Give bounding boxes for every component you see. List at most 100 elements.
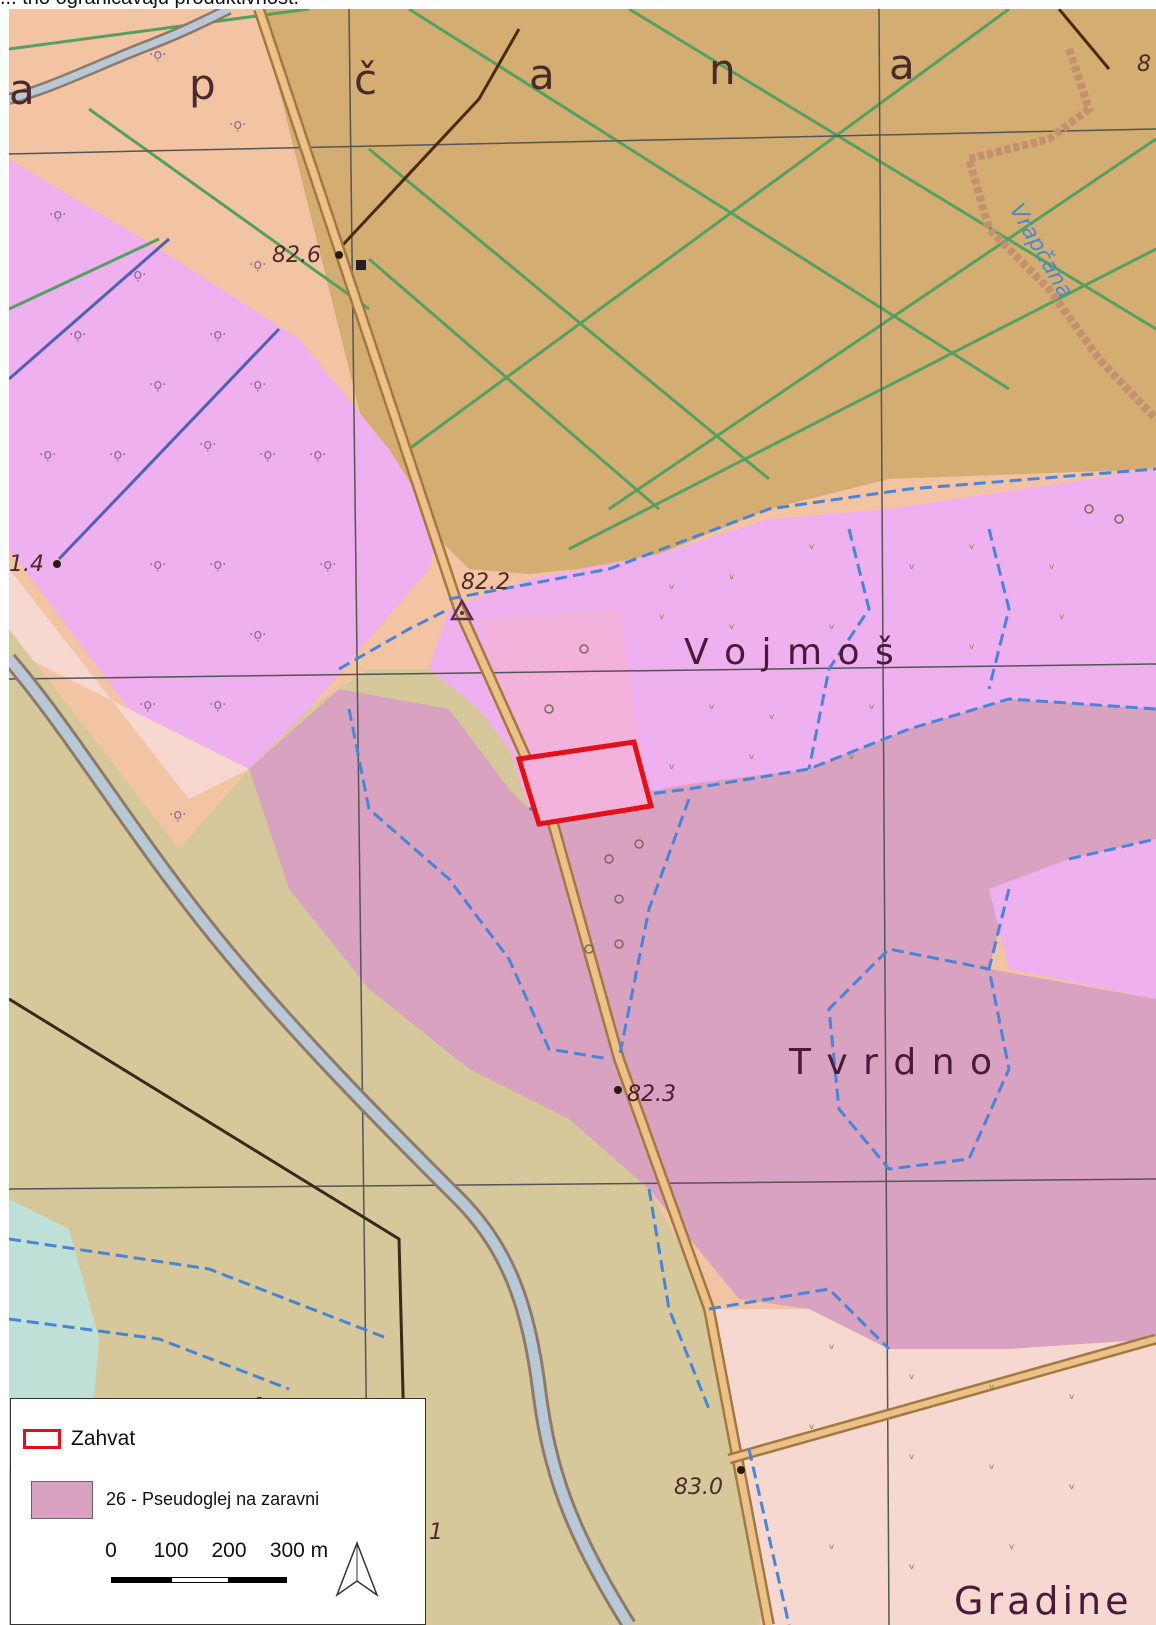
svg-text:ᵥ: ᵥ [909, 1557, 915, 1573]
svg-text:·ọ·: ·ọ· [319, 557, 336, 573]
svg-text:ᵥ: ᵥ [829, 617, 835, 633]
soil-pseudoglej-area [249, 689, 1156, 1349]
svg-text:ᵥ: ᵥ [749, 747, 755, 763]
elevation-points [53, 251, 745, 1474]
place-label-group: a p č a n a [9, 40, 915, 114]
svg-text:ᵥ: ᵥ [729, 567, 735, 583]
label-letter: p [189, 60, 216, 109]
legend-zahvat-swatch [23, 1429, 61, 1449]
elevation-823: 82.3 [627, 1082, 676, 1107]
meadow-area-tvrdno [989, 839, 1156, 999]
topographic-map: ᵥ ᵥ ᵥ ᵥ ᵥ ᵥ ᵥ ᵥ ᵥ ᵥ ᵥ ᵥ ᵥ ᵥ ᵥ ᵥ ᵥ ᵥ ᵥ ᵥ ᵥ ᵥ ᵥ ᵥ ᵥ ᵥ ᵥ ᵥ ·ọ… [9, 9, 1156, 1625]
scale-segment [229, 1577, 287, 1583]
svg-text:·ọ·: ·ọ· [209, 697, 226, 713]
svg-text:·ọ·: ·ọ· [149, 377, 166, 393]
svg-text:ᵥ: ᵥ [1069, 1477, 1075, 1493]
scale-segment [171, 1577, 229, 1583]
legend-zahvat-label: Zahvat [71, 1427, 136, 1450]
svg-text:ᵥ: ᵥ [1009, 1537, 1015, 1553]
svg-text:ᵥ: ᵥ [849, 747, 855, 763]
svg-text:ᵥ: ᵥ [1049, 557, 1055, 573]
svg-text:ᵥ: ᵥ [909, 1367, 915, 1383]
label-letter: a [889, 40, 915, 89]
svg-text:ᵥ: ᵥ [769, 707, 775, 723]
elevation-14: 1.4 [9, 552, 44, 577]
svg-text:ᵥ: ᵥ [729, 617, 735, 633]
meadow-area-left [9, 159, 439, 789]
svg-text:ᵥ: ᵥ [669, 757, 675, 773]
map-view[interactable]: ᵥ ᵥ ᵥ ᵥ ᵥ ᵥ ᵥ ᵥ ᵥ ᵥ ᵥ ᵥ ᵥ ᵥ ᵥ ᵥ ᵥ ᵥ ᵥ ᵥ ᵥ ᵥ ᵥ ᵥ ᵥ ᵥ ᵥ ᵥ ·ọ… [9, 9, 1156, 1625]
place-label-vojmos: V o j m o š [684, 632, 896, 673]
elevation-labels: 82.6 82.2 82.3 83.0 1.4 [9, 243, 723, 1500]
svg-text:ᵥ: ᵥ [669, 577, 675, 593]
svg-text:·ọ·: ·ọ· [169, 807, 186, 823]
label-eight: 8 [1137, 52, 1151, 77]
svg-text:ᵥ: ᵥ [1059, 607, 1065, 623]
scale-tick-200: 200 [211, 1539, 247, 1562]
svg-text:ᵥ: ᵥ [989, 1377, 995, 1393]
elevation-826: 82.6 [272, 243, 321, 268]
svg-text:·ọ·: ·ọ· [149, 47, 166, 63]
label-letter: a [529, 50, 555, 99]
legend-soil-label: 26 - Pseudoglej na zaravni [106, 1489, 320, 1509]
light-area-left [9, 569, 249, 799]
figure-caption: ... tno ograničavaju produktivnost. [0, 0, 1156, 9]
svg-text:ᵥ: ᵥ [909, 1447, 915, 1463]
north-arrow-icon [335, 1541, 379, 1598]
zahvat-polygon[interactable] [515, 739, 655, 827]
svg-text:·ọ·: ·ọ· [139, 697, 156, 713]
boundary-line [337, 28, 521, 251]
label-letter: n [709, 45, 736, 94]
svg-text:·ọ·: ·ọ· [309, 447, 326, 463]
svg-text:ᵥ: ᵥ [1069, 1387, 1075, 1403]
scale-tick-0: 0 [105, 1539, 117, 1562]
svg-text:ᵥ: ᵥ [809, 537, 815, 553]
svg-text:ᵥ: ᵥ [989, 1457, 995, 1473]
vegetation-boundaries [9, 467, 1156, 1625]
coordinate-grid [9, 9, 1156, 1625]
elevation-830: 83.0 [674, 1475, 723, 1500]
legend-soil-swatch [31, 1481, 93, 1519]
stream-vrapcana [964, 47, 1156, 422]
svg-text:·ọ·: ·ọ· [259, 447, 276, 463]
svg-text:·ọ·: ·ọ· [229, 117, 246, 133]
svg-text:ᵥ: ᵥ [709, 697, 715, 713]
svg-text:·ọ·: ·ọ· [209, 557, 226, 573]
svg-text:·ọ·: ·ọ· [109, 447, 126, 463]
place-label-gradine: Gradine [954, 1579, 1133, 1623]
building [356, 260, 366, 270]
svg-text:·ọ·: ·ọ· [129, 267, 146, 283]
place-label-tvrdno: T v r d n o [788, 1042, 994, 1083]
svg-text:ᵥ: ᵥ [829, 1537, 835, 1553]
svg-text:·ọ·: ·ọ· [249, 377, 266, 393]
svg-text:·ọ·: ·ọ· [249, 627, 266, 643]
arable-field-area [259, 9, 1156, 574]
side-road [728, 1336, 1156, 1462]
svg-text:ᵥ: ᵥ [869, 697, 875, 713]
label-one: 1 [429, 1520, 443, 1545]
orchard-symbols [544, 504, 1124, 954]
svg-text:·ọ·: ·ọ· [39, 447, 56, 463]
scale-tick-300: 300 m [269, 1539, 329, 1562]
meadow-symbols: ·ọ··ọ··ọ· ·ọ··ọ··ọ· ·ọ··ọ··ọ· ·ọ··ọ··ọ· … [39, 47, 336, 823]
scale-segment [111, 1577, 171, 1583]
drainage-lines [9, 237, 281, 561]
svg-text:·ọ·: ·ọ· [149, 557, 166, 573]
grass-symbols: ᵥ ᵥ ᵥ ᵥ ᵥ ᵥ ᵥ ᵥ ᵥ ᵥ ᵥ ᵥ ᵥ ᵥ ᵥ ᵥ ᵥ ᵥ ᵥ ᵥ ᵥ ᵥ ᵥ ᵥ ᵥ ᵥ ᵥ ᵥ [659, 537, 1075, 1573]
svg-text:ᵥ: ᵥ [969, 537, 975, 553]
elevation-822: 82.2 [461, 570, 510, 595]
svg-text:ᵥ: ᵥ [829, 1337, 835, 1353]
svg-text:·ọ·: ·ọ· [69, 327, 86, 343]
svg-text:·ọ·: ·ọ· [249, 257, 266, 273]
svg-text:·ọ·: ·ọ· [49, 207, 66, 223]
label-letter: č [354, 55, 377, 104]
label-letter: a [9, 65, 35, 114]
svg-text:ᵥ: ᵥ [659, 607, 665, 623]
triangulation-point-icon [449, 598, 475, 621]
light-area-gradine [709, 1309, 1156, 1625]
svg-text:ᵥ: ᵥ [909, 557, 915, 573]
svg-text:·ọ·: ·ọ· [209, 327, 226, 343]
stream [9, 655, 634, 1625]
svg-text:ᵥ: ᵥ [969, 637, 975, 653]
svg-text:ᵥ: ᵥ [809, 1417, 815, 1433]
